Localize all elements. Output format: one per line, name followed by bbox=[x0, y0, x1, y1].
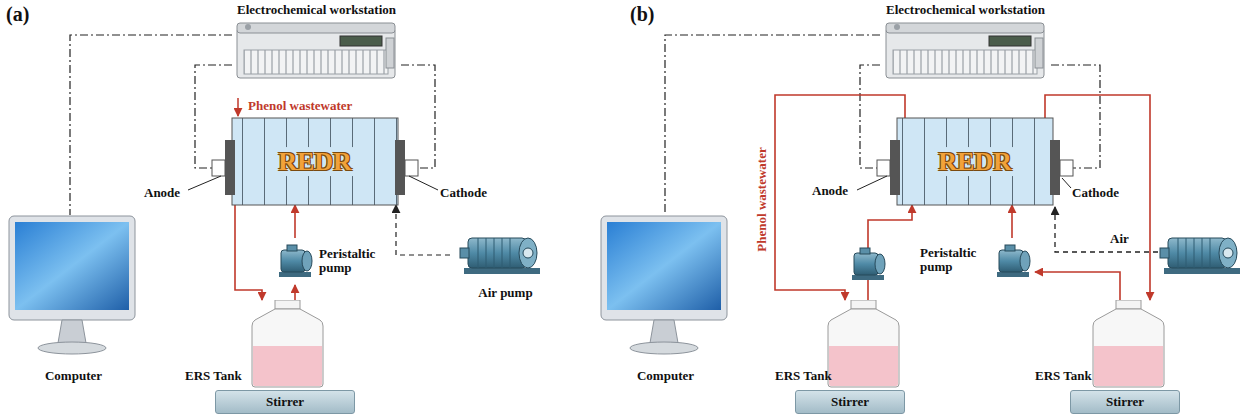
anode-terminal bbox=[212, 160, 225, 176]
node-text: REDR bbox=[274, 147, 356, 177]
air-pump-symbol bbox=[1160, 238, 1240, 274]
stirrer: Stirrer bbox=[1070, 390, 1180, 414]
flow-line bbox=[775, 95, 905, 300]
anode-plate bbox=[225, 140, 235, 195]
part-label: Air bbox=[1110, 232, 1129, 247]
air-pump: Air pump bbox=[450, 230, 561, 302]
leader-line bbox=[188, 176, 221, 190]
stirrer: Stirrer bbox=[795, 390, 905, 414]
panel-label: (a) bbox=[6, 3, 29, 26]
panel-label: (b) bbox=[630, 3, 654, 26]
inflow-arrow bbox=[237, 98, 239, 116]
peristaltic-pump: Peristaltic pump bbox=[920, 238, 1035, 285]
node-text: Stirrer bbox=[796, 395, 904, 410]
anode-plate bbox=[890, 140, 900, 195]
cathode-terminal bbox=[405, 160, 418, 176]
wire-line bbox=[401, 65, 435, 168]
node-text: ERS Tank bbox=[775, 369, 832, 384]
flow-line bbox=[1045, 95, 1150, 300]
leader-line bbox=[409, 176, 438, 190]
wire-line bbox=[396, 205, 450, 255]
workstation: Electrochemical workstation bbox=[232, 2, 401, 82]
node-text: Electrochemical workstation bbox=[232, 3, 401, 18]
wire-line bbox=[860, 65, 890, 168]
part-label: Anode bbox=[812, 184, 848, 199]
anode-terminal bbox=[877, 160, 890, 176]
ers-tank: ERS Tank bbox=[185, 300, 325, 388]
computer: Computer bbox=[600, 215, 731, 390]
flow-line bbox=[1035, 272, 1120, 300]
leader-line bbox=[1062, 178, 1071, 188]
flow-line bbox=[235, 205, 262, 300]
workstation-device bbox=[886, 23, 1044, 78]
cathode-plate bbox=[395, 140, 405, 195]
workstation: Electrochemical workstation bbox=[880, 2, 1051, 82]
edge-label: Phenol wastewater bbox=[755, 134, 770, 264]
part-label: Anode bbox=[144, 186, 180, 201]
air-line bbox=[1055, 207, 1158, 252]
node-text: Peristaltic pump bbox=[920, 246, 990, 275]
node-text: Computer bbox=[8, 369, 139, 384]
tank-bottle bbox=[828, 300, 899, 387]
pump-symbol bbox=[279, 245, 312, 277]
wire-line bbox=[70, 35, 232, 215]
computer-monitor bbox=[601, 216, 727, 354]
node-text: Stirrer bbox=[216, 395, 354, 410]
part-label: Cathode bbox=[1072, 186, 1119, 201]
wire-line bbox=[665, 35, 880, 215]
tank-bottle bbox=[252, 300, 323, 387]
computer: Computer bbox=[8, 215, 139, 390]
workstation-device bbox=[237, 23, 395, 78]
cathode-terminal bbox=[1060, 160, 1073, 176]
node-text: Peristaltic pump bbox=[319, 247, 389, 276]
flow-line bbox=[294, 205, 296, 238]
part-label: Phenol wastewater bbox=[248, 99, 352, 114]
node-text: ERS Tank bbox=[1035, 369, 1092, 384]
part-label: Cathode bbox=[440, 186, 487, 201]
tank-bottle bbox=[1093, 300, 1164, 387]
reactor-stack bbox=[232, 118, 398, 205]
node-text: ERS Tank bbox=[185, 369, 242, 384]
computer-monitor bbox=[9, 216, 135, 354]
cathode-plate bbox=[1050, 140, 1060, 195]
flow-line bbox=[1011, 205, 1013, 238]
node-text: Electrochemical workstation bbox=[880, 3, 1051, 18]
ers-tank: ERS Tank bbox=[775, 300, 900, 388]
reactor-box: REDR bbox=[225, 118, 405, 205]
node-text: Air pump bbox=[450, 286, 561, 301]
node-text: Computer bbox=[600, 369, 731, 384]
node-text: Stirrer bbox=[1071, 395, 1179, 410]
pump-symbol bbox=[852, 248, 885, 280]
air-pump-symbol bbox=[460, 238, 540, 274]
reactor-box: REDR bbox=[890, 118, 1060, 205]
ers-tank: ERS Tank bbox=[1035, 300, 1165, 388]
reactor-stack bbox=[897, 118, 1053, 205]
node-text: REDR bbox=[934, 147, 1016, 177]
stirrer: Stirrer bbox=[215, 390, 355, 414]
leader-line bbox=[857, 176, 887, 190]
peristaltic-pump: Peristaltic pump bbox=[275, 238, 390, 285]
pump-symbol bbox=[997, 245, 1030, 277]
flow-line bbox=[294, 285, 296, 300]
